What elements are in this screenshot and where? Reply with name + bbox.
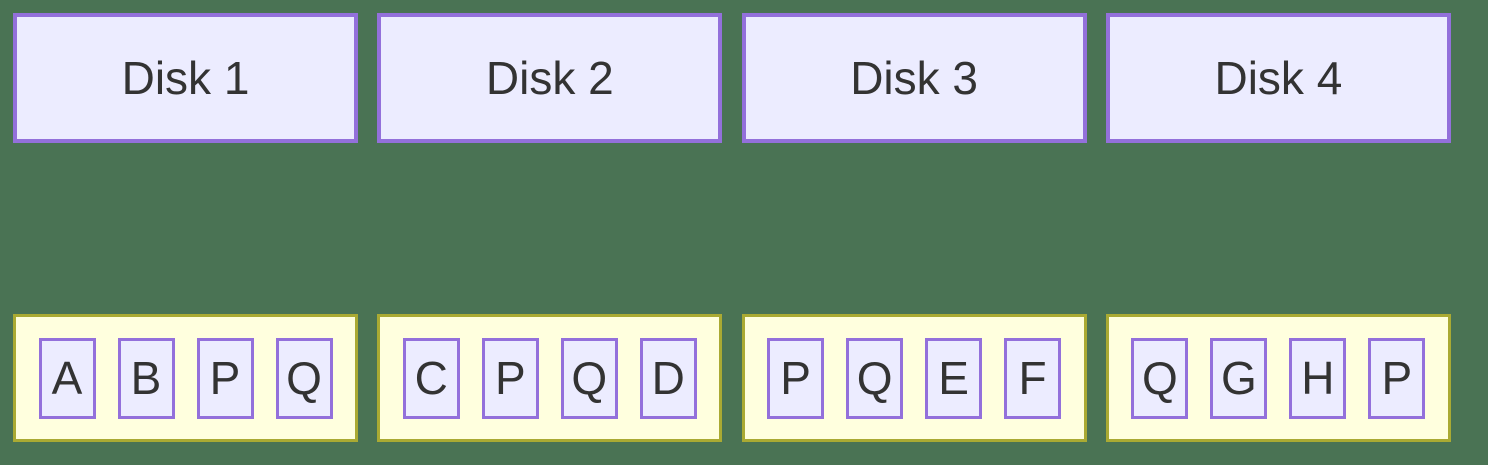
disk-blocks-row: A B P Q C P Q D P Q E F Q G H — [13, 314, 1451, 442]
block-label: A — [51, 352, 83, 404]
data-block: E — [925, 337, 983, 419]
data-block: P — [196, 337, 254, 419]
data-block: Q — [560, 337, 618, 419]
disk-label: Disk 1 — [121, 52, 250, 104]
data-block: D — [639, 337, 697, 419]
data-block: H — [1289, 337, 1347, 419]
data-block: Q — [275, 337, 333, 419]
disk-header-row: Disk 1 Disk 2 Disk 3 Disk 4 — [13, 13, 1451, 143]
disk-header-box: Disk 2 — [377, 13, 723, 143]
disk-block-group: C P Q D — [377, 314, 723, 442]
block-label: P — [209, 352, 241, 404]
block-label: D — [651, 352, 685, 404]
block-label: G — [1221, 352, 1257, 404]
data-block: P — [767, 337, 825, 419]
disk-label: Disk 2 — [485, 52, 614, 104]
disk-header-box: Disk 1 — [13, 13, 358, 143]
data-block: P — [481, 337, 539, 419]
disk-block-group: A B P Q — [13, 314, 358, 442]
block-label: C — [414, 352, 448, 404]
disk-header-box: Disk 3 — [741, 13, 1087, 143]
data-block: G — [1210, 337, 1268, 419]
disk-header-box: Disk 4 — [1105, 13, 1451, 143]
block-label: P — [1381, 352, 1413, 404]
block-label: P — [494, 352, 526, 404]
block-label: P — [780, 352, 811, 404]
block-label: Q — [1142, 352, 1178, 404]
block-label: E — [938, 352, 969, 404]
data-block: F — [1004, 337, 1062, 419]
block-label: F — [1018, 352, 1047, 404]
disk-block-group: Q G H P — [1105, 314, 1451, 442]
data-block: Q — [846, 337, 904, 419]
block-label: Q — [571, 352, 608, 404]
disk-block-group: P Q E F — [741, 314, 1087, 442]
disk-label: Disk 3 — [850, 52, 978, 104]
block-label: H — [1301, 352, 1335, 404]
data-block: A — [38, 337, 96, 419]
block-label: B — [130, 352, 162, 404]
data-block: B — [117, 337, 175, 419]
disk-label: Disk 4 — [1214, 52, 1343, 104]
block-label: Q — [286, 352, 322, 404]
data-block: P — [1368, 337, 1426, 419]
data-block: Q — [1131, 337, 1189, 419]
data-block: C — [402, 337, 460, 419]
block-label: Q — [856, 352, 893, 404]
